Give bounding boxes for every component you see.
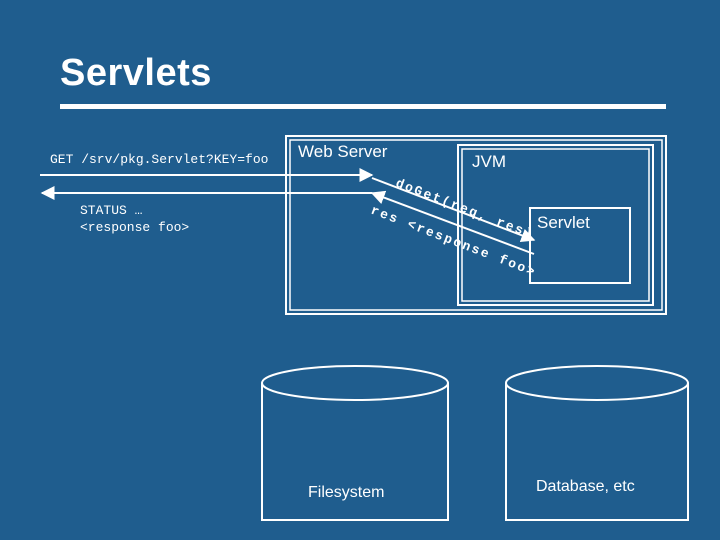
jvm-label: JVM: [472, 152, 506, 171]
http-request-label: GET /srv/pkg.Servlet?KEY=foo: [50, 152, 269, 167]
database-label: Database, etc: [536, 478, 635, 495]
title-underline: [60, 104, 666, 109]
response-call-label: res <response foo>: [369, 203, 539, 280]
web-server-label: Web Server: [298, 142, 388, 161]
jvm-box-inner: [461, 148, 650, 302]
response-body-line: <response foo>: [80, 220, 190, 235]
servlet-response-arrow: [370, 190, 535, 255]
servlet-label: Servlet: [537, 213, 590, 232]
filesystem-cylinder: [261, 365, 449, 521]
doget-arrow: [371, 177, 536, 243]
web-server-box: [285, 135, 667, 315]
web-server-box-inner: [289, 139, 663, 311]
filesystem-label: Filesystem: [308, 484, 385, 501]
slide-title: Servlets: [60, 52, 212, 94]
http-response-label: STATUS … <response foo>: [80, 202, 189, 236]
servlet-box: [529, 207, 631, 284]
status-line: STATUS …: [80, 203, 143, 218]
database-cylinder: [505, 365, 689, 521]
